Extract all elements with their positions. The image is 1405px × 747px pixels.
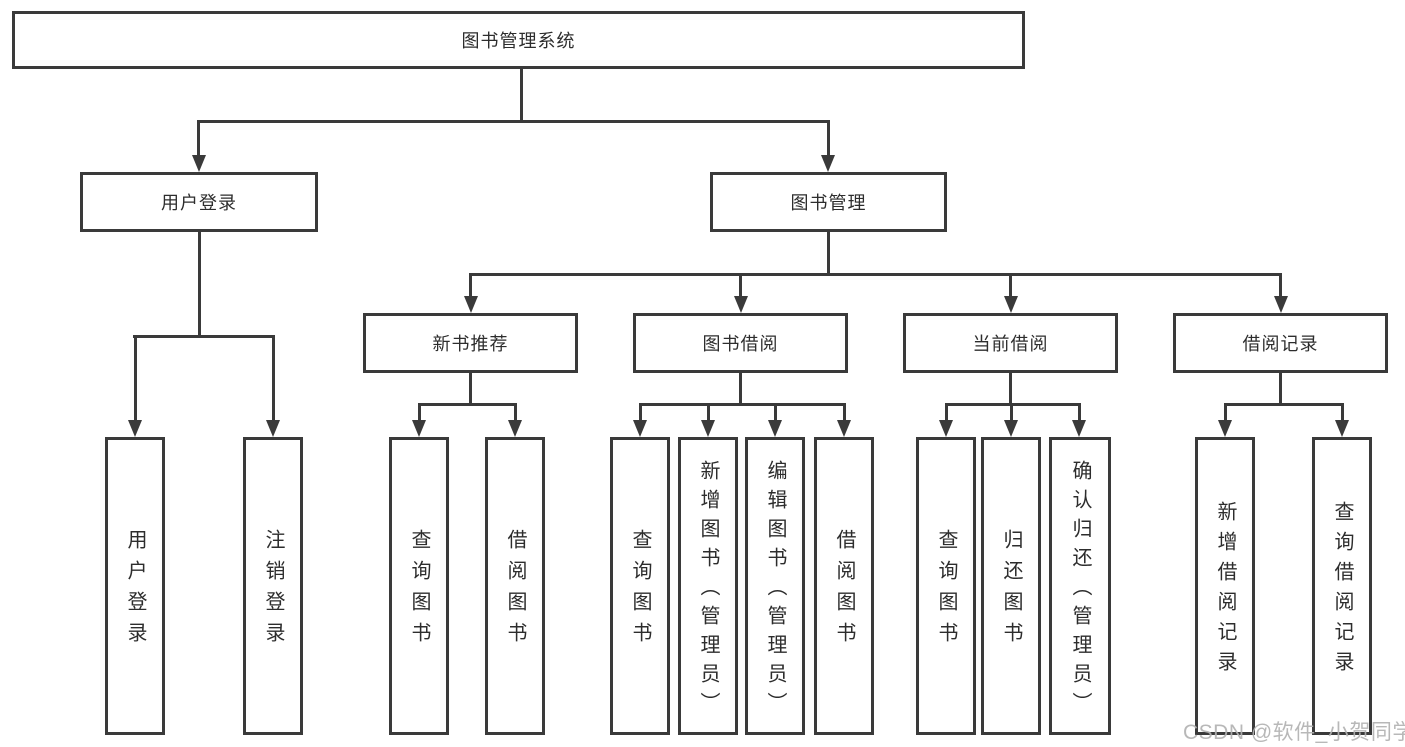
- connector-arrowhead: [128, 420, 142, 437]
- connector-arrowhead: [1335, 420, 1349, 437]
- node-label: 查询图书: [935, 529, 957, 653]
- node-label: 借阅图书: [833, 529, 855, 653]
- node-label: 借阅记录: [1242, 334, 1319, 354]
- connector-line: [1009, 273, 1012, 299]
- connector-arrowhead: [1004, 296, 1018, 313]
- connector-line: [1279, 373, 1282, 405]
- connector-arrowhead: [633, 420, 647, 437]
- connector-line: [945, 403, 948, 422]
- leaf-borrow-books-recommend: 借阅图书: [485, 437, 545, 735]
- node-label: 图书管理: [790, 193, 867, 213]
- connector-line: [469, 273, 1282, 276]
- leaf-borrow-books: 借阅图书: [814, 437, 874, 735]
- connector-arrowhead: [701, 420, 715, 437]
- leaf-return-book: 归还图书: [981, 437, 1041, 735]
- connector-arrowhead: [837, 420, 851, 437]
- node-label: 查询借阅记录: [1331, 501, 1353, 681]
- connector-line: [774, 403, 777, 422]
- connector-line: [843, 403, 846, 422]
- node-label: 归还图书: [1000, 529, 1022, 653]
- node-label: 图书借阅: [702, 334, 779, 354]
- connector-arrowhead: [821, 155, 835, 172]
- connector-line: [1224, 403, 1343, 406]
- connector-line: [1010, 403, 1013, 422]
- node-label: 新增借阅记录: [1214, 501, 1236, 681]
- connector-line: [133, 335, 274, 338]
- leaf-add-book-admin: 新增图书（管理员）: [678, 437, 738, 735]
- leaf-add-borrow-record: 新增借阅记录: [1195, 437, 1255, 735]
- connector-line: [520, 69, 523, 122]
- connector-line: [1009, 373, 1012, 405]
- connector-line: [1224, 403, 1227, 422]
- node-new-book-recommend: 新书推荐: [363, 313, 578, 373]
- connector-line: [1341, 403, 1344, 422]
- node-label: 用户登录: [124, 529, 146, 653]
- connector-line: [197, 120, 200, 157]
- node-label: 查询图书: [408, 529, 430, 653]
- node-label: 借阅图书: [504, 529, 526, 653]
- connector-arrowhead: [192, 155, 206, 172]
- node-library-management-system: 图书管理系统: [12, 11, 1025, 69]
- leaf-user-login: 用户登录: [105, 437, 165, 735]
- connector-arrowhead: [768, 420, 782, 437]
- node-current-borrowing: 当前借阅: [903, 313, 1118, 373]
- node-user-login: 用户登录: [80, 172, 318, 232]
- node-label: 新书推荐: [432, 334, 509, 354]
- csdn-watermark: CSDN @软件_小贺同学: [1183, 721, 1405, 744]
- connector-line: [739, 373, 742, 405]
- connector-line: [469, 373, 472, 405]
- connector-line: [639, 403, 642, 422]
- leaf-edit-book-admin: 编辑图书（管理员）: [745, 437, 805, 735]
- node-label: 当前借阅: [972, 334, 1049, 354]
- node-label: 用户登录: [161, 193, 237, 213]
- connector-arrowhead: [1274, 296, 1288, 313]
- node-book-borrowing: 图书借阅: [633, 313, 848, 373]
- connector-line: [827, 232, 830, 275]
- connector-arrowhead: [412, 420, 426, 437]
- leaf-confirm-return-admin: 确认归还（管理员）: [1049, 437, 1111, 735]
- connector-line: [1078, 403, 1081, 422]
- connector-arrowhead: [1072, 420, 1086, 437]
- node-label: 编辑图书（管理员）: [764, 459, 786, 721]
- node-label: 确认归还（管理员）: [1069, 459, 1091, 721]
- connector-line: [198, 232, 201, 336]
- connector-line: [469, 273, 472, 299]
- leaf-query-books-recommend: 查询图书: [389, 437, 449, 735]
- connector-line: [198, 120, 830, 123]
- connector-line: [639, 403, 846, 406]
- connector-line: [418, 403, 421, 422]
- connector-line: [827, 120, 830, 157]
- connector-line: [418, 403, 517, 406]
- leaf-query-borrow-record: 查询借阅记录: [1312, 437, 1372, 735]
- node-label: 查询图书: [629, 529, 651, 653]
- connector-arrowhead: [266, 420, 280, 437]
- node-book-management: 图书管理: [710, 172, 947, 232]
- connector-arrowhead: [464, 296, 478, 313]
- connector-arrowhead: [939, 420, 953, 437]
- leaf-query-books-current: 查询图书: [916, 437, 976, 735]
- leaf-query-books-borrowing: 查询图书: [610, 437, 670, 735]
- connector-line: [272, 335, 275, 422]
- connector-arrowhead: [508, 420, 522, 437]
- connector-line: [514, 403, 517, 422]
- node-label: 注销登录: [262, 529, 284, 653]
- connector-line: [945, 403, 1081, 406]
- connector-line: [739, 273, 742, 299]
- connector-arrowhead: [1218, 420, 1232, 437]
- node-borrowing-records: 借阅记录: [1173, 313, 1388, 373]
- connector-arrowhead: [734, 296, 748, 313]
- connector-line: [707, 403, 710, 422]
- leaf-logout: 注销登录: [243, 437, 303, 735]
- node-label: 新增图书（管理员）: [697, 459, 719, 721]
- node-label: 图书管理系统: [461, 31, 576, 51]
- connector-line: [134, 335, 137, 422]
- connector-arrowhead: [1004, 420, 1018, 437]
- connector-line: [1279, 273, 1282, 299]
